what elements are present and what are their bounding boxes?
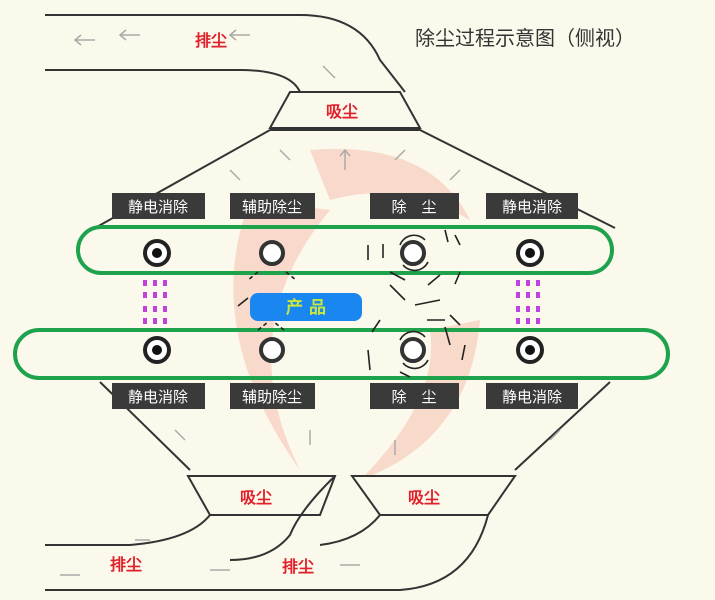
product-label: 产 品: [286, 297, 326, 318]
upper-label-static: 静电消除: [128, 198, 188, 216]
ion-arrows: [143, 280, 540, 324]
lower-station-labels: 静电消除 辅助除尘 除 尘 静电消除: [112, 383, 578, 409]
top-suction-hood: 吸尘: [268, 91, 422, 129]
bottom-exhaust-label-2: 排尘: [282, 557, 314, 576]
top-exhaust-duct: 排尘: [45, 14, 406, 93]
lower-label-aux: 辅助除尘: [242, 388, 302, 406]
static-eliminator-roller: [143, 239, 171, 267]
upper-label-aux: 辅助除尘: [242, 198, 302, 216]
lower-label-dust: 除 尘: [391, 388, 436, 406]
bottom-suction-label-1: 吸尘: [240, 488, 272, 507]
aux-dust-roller: [259, 337, 285, 363]
bottom-suction-label-2: 吸尘: [408, 488, 440, 507]
bottom-exhaust-label-1: 排尘: [110, 555, 142, 574]
dust-roller: [400, 240, 426, 266]
lower-label-static: 静电消除: [502, 388, 562, 406]
static-eliminator-roller: [516, 239, 544, 267]
static-eliminator-roller: [516, 336, 544, 364]
upper-conveyor-belt: [76, 225, 614, 275]
top-exhaust-label: 排尘: [195, 31, 227, 50]
top-suction-label: 吸尘: [326, 102, 358, 121]
dust-roller: [400, 337, 426, 363]
lower-conveyor-belt: [13, 328, 670, 380]
static-eliminator-roller: [143, 336, 171, 364]
product: 产 品: [250, 293, 362, 321]
dust-swirl-arrows: [237, 229, 466, 378]
rollers: [143, 239, 544, 364]
diagram-title: 除尘过程示意图（侧视）: [415, 26, 635, 50]
upper-label-dust: 除 尘: [391, 198, 436, 216]
upper-label-static: 静电消除: [502, 198, 562, 216]
bottom-exhaust-ducts: [45, 475, 489, 591]
airflow-arrows: [60, 148, 561, 576]
bottom-suction-hoods: 吸尘 吸尘: [186, 475, 517, 516]
upper-station-labels: 静电消除 辅助除尘 除 尘 静电消除: [112, 193, 578, 219]
lower-label-static: 静电消除: [128, 388, 188, 406]
aux-dust-roller: [259, 240, 285, 266]
